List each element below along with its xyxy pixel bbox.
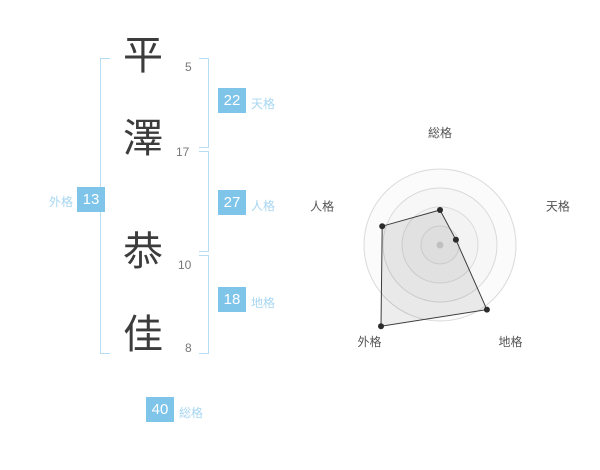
radar-point xyxy=(437,207,443,213)
radar-ring xyxy=(382,187,498,303)
soukaku-value-box: 40 xyxy=(146,397,174,422)
stroke-count-2: 17 xyxy=(176,145,190,159)
tenkaku-bracket xyxy=(199,58,209,148)
radar-center-dot xyxy=(436,241,444,249)
radar-axis-label: 人格 xyxy=(310,199,334,214)
name-char-4: 佳 xyxy=(123,313,163,357)
stroke-count-4: 8 xyxy=(185,341,192,355)
soukaku-label: 総格 xyxy=(179,406,204,420)
name-char-2: 澤 xyxy=(123,117,163,161)
gaikaku-value-box: 13 xyxy=(77,187,105,212)
stroke-count-3: 10 xyxy=(178,258,192,272)
radar-ring xyxy=(420,225,460,265)
jinkaku-bracket xyxy=(199,151,209,252)
jinkaku-label: 人格 xyxy=(251,199,276,213)
tenkaku-label: 天格 xyxy=(251,97,276,111)
radar-polygon xyxy=(380,209,488,327)
gaikaku-label: 外格 xyxy=(49,195,74,209)
radar-axis-label: 地格 xyxy=(498,334,522,349)
radar-ring xyxy=(363,168,517,322)
chikaku-label: 地格 xyxy=(251,296,276,310)
radar-axis-label: 天格 xyxy=(546,199,570,214)
name-char-3: 恭 xyxy=(123,230,163,274)
chikaku-value-box: 18 xyxy=(218,287,246,312)
jinkaku-value-box: 27 xyxy=(218,190,246,215)
radar-point xyxy=(378,323,384,330)
chikaku-bracket xyxy=(199,255,209,354)
radar-point xyxy=(483,306,490,313)
stroke-count-1: 5 xyxy=(185,60,192,74)
radar-axis-label: 外格 xyxy=(357,334,381,349)
radar-axis-label: 総格 xyxy=(428,125,452,140)
radar-point xyxy=(452,236,459,243)
tenkaku-value-box: 22 xyxy=(218,88,246,113)
radar-point xyxy=(379,223,386,230)
name-char-1: 平 xyxy=(123,34,163,78)
